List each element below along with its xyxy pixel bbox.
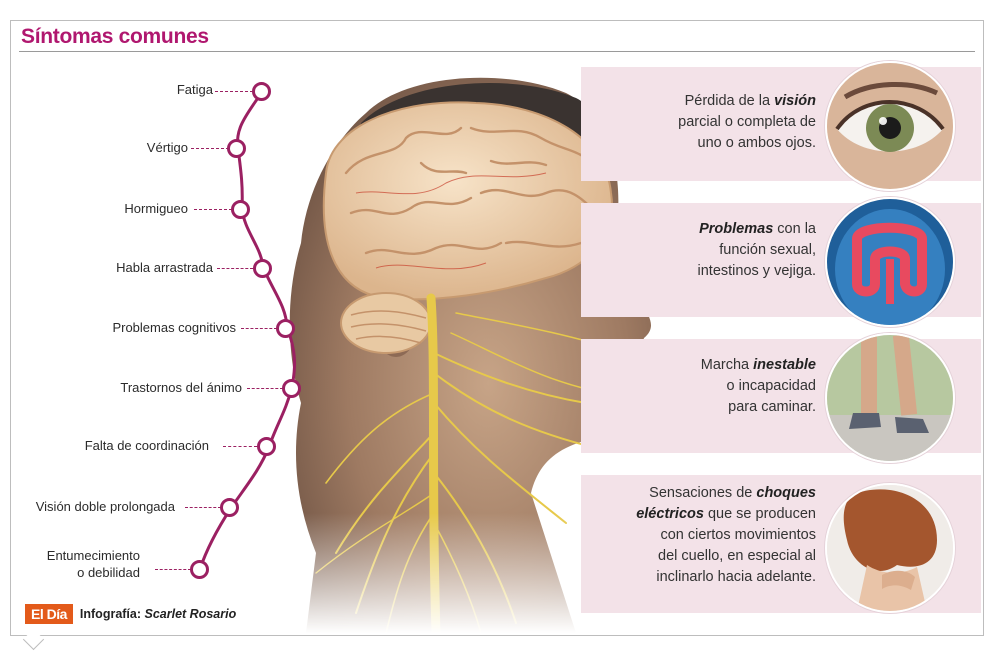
footer-credit: El Día Infografía: Scarlet Rosario bbox=[25, 603, 236, 625]
symptom-connector bbox=[215, 91, 253, 92]
page-title: Síntomas comunes bbox=[21, 25, 209, 48]
panel-keyword: Problemas bbox=[699, 221, 774, 237]
eye-photo bbox=[825, 61, 955, 191]
title-divider bbox=[19, 51, 975, 52]
symptom-marker bbox=[252, 82, 271, 101]
intestine-photo bbox=[825, 197, 955, 327]
symptom-marker bbox=[190, 560, 209, 579]
panel-text-line: uno o ambos ojos. bbox=[697, 135, 817, 151]
symptom-entumecimiento-line1: Entumecimiento bbox=[46, 548, 140, 563]
panel-text-line: intestinos y vejiga. bbox=[697, 263, 816, 279]
panel-text-line: o incapacidad bbox=[726, 378, 817, 394]
panel-vision-text: Pérdida de la visión parcial o completa … bbox=[678, 91, 816, 154]
symptom-entumecimiento-line2: o debilidad bbox=[77, 565, 140, 580]
legs-photo bbox=[825, 333, 955, 463]
panel-keyword: eléctricos bbox=[636, 506, 704, 522]
symptom-problemas-cognitivos: Problemas cognitivos bbox=[112, 320, 236, 335]
symptom-marker bbox=[253, 259, 272, 278]
symptom-connector bbox=[191, 148, 229, 149]
el-dia-logo: El Día bbox=[25, 604, 73, 624]
symptom-entumecimiento: Entumecimiento o debilidad bbox=[47, 547, 140, 581]
panel-text-line: parcial o completa de bbox=[678, 114, 816, 130]
symptom-connector bbox=[194, 209, 232, 210]
panel-choques-text: Sensaciones de choques eléctricos que se… bbox=[636, 483, 816, 588]
symptom-vertigo: Vértigo bbox=[146, 140, 188, 155]
symptom-marker bbox=[257, 437, 276, 456]
infographic: Síntomas comunes bbox=[10, 20, 984, 636]
credit-label: Infografía: bbox=[79, 607, 145, 621]
panel-keyword: visión bbox=[774, 93, 816, 109]
infographic-credit: Infografía: Scarlet Rosario bbox=[80, 607, 236, 621]
symptom-marker bbox=[220, 498, 239, 517]
symptom-marker bbox=[276, 319, 295, 338]
panel-text-span: Sensaciones de bbox=[649, 485, 757, 501]
symptom-hormigueo: Hormigueo bbox=[124, 201, 188, 216]
panel-text-line: para caminar. bbox=[728, 399, 816, 415]
symptom-connector bbox=[223, 446, 257, 447]
symptom-marker bbox=[227, 139, 246, 158]
symptom-habla-arrastrada: Habla arrastrada bbox=[116, 260, 213, 275]
symptom-marker bbox=[282, 379, 301, 398]
symptom-connector bbox=[217, 268, 253, 269]
panel-text-line: del cuello, en especial al bbox=[658, 548, 816, 564]
credit-name: Scarlet Rosario bbox=[144, 607, 237, 621]
panel-text-line: con ciertos movimientos bbox=[660, 527, 816, 543]
panel-keyword: inestable bbox=[753, 357, 816, 373]
symptom-connector bbox=[185, 507, 221, 508]
symptom-vision-doble-prolongada: Visión doble prolongada bbox=[35, 499, 175, 514]
panel-text-line: inclinarlo hacia adelante. bbox=[656, 569, 816, 585]
symptom-connector bbox=[241, 328, 277, 329]
panel-keyword: choques bbox=[756, 485, 816, 501]
panel-text-line: función sexual, bbox=[719, 242, 816, 258]
panel-text-span: con la bbox=[773, 221, 816, 237]
panel-text-span: Pérdida de la bbox=[684, 93, 775, 109]
panel-problemas-text: Problemas con la función sexual, intesti… bbox=[698, 219, 816, 282]
neck-photo bbox=[825, 483, 955, 613]
symptom-marker bbox=[231, 200, 250, 219]
symptom-connector bbox=[155, 569, 191, 570]
symptom-trastornos-del-animo: Trastornos del ánimo bbox=[120, 380, 242, 395]
panel-text-span: Marcha bbox=[700, 357, 754, 373]
symptom-fatiga: Fatiga bbox=[176, 82, 213, 97]
panel-text-span: que se producen bbox=[703, 506, 816, 522]
symptom-connector bbox=[247, 388, 283, 389]
symptom-falta-de-coordinacion: Falta de coordinación bbox=[84, 438, 209, 453]
panel-marcha-text: Marcha inestable o incapacidad para cami… bbox=[701, 355, 816, 418]
